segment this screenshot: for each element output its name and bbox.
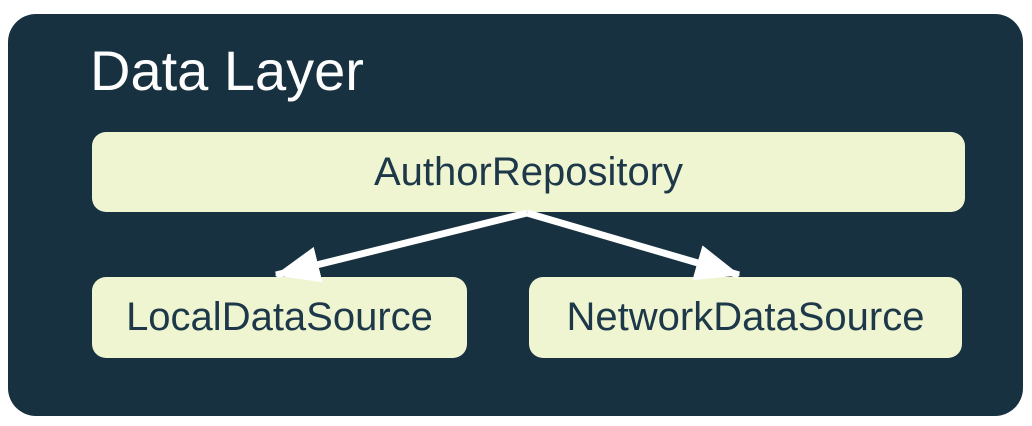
diagram-title: Data Layer (90, 39, 364, 102)
node-network-data-source: NetworkDataSource (529, 277, 962, 358)
arrow-repository-to-local (274, 209, 528, 283)
arrow-repository-to-network (526, 209, 741, 281)
data-layer-card: Data Layer AuthorRepository LocalDataSou… (8, 14, 1023, 416)
node-local-data-source: LocalDataSource (92, 277, 467, 358)
node-author-repository: AuthorRepository (92, 132, 965, 212)
